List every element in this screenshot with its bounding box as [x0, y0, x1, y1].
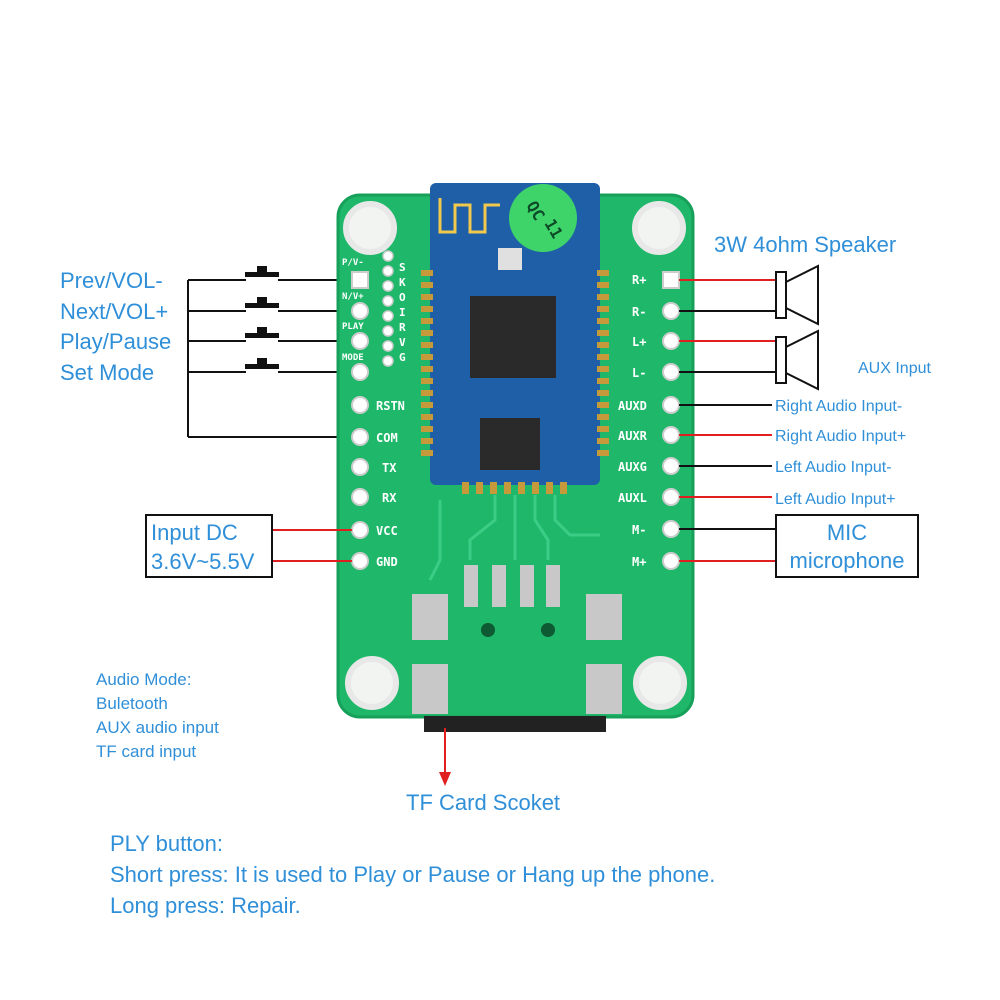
- pin-label-auxd: AUXD: [618, 399, 647, 413]
- ply-long-press: Long press: Repair.: [110, 893, 301, 918]
- aux-input-label: AUX Input: [858, 360, 931, 377]
- pin-label-l-plus: L+: [632, 335, 646, 349]
- label-left-audio-plus: Left Audio Input+: [775, 491, 896, 508]
- bluetooth-module: QC 11: [421, 183, 609, 494]
- right-wiring: [679, 279, 776, 562]
- swd-letter-g: G: [399, 351, 406, 364]
- power-box: Input DC 3.6V~5.5V: [145, 514, 273, 578]
- tf-card-label: TF Card Scoket: [406, 790, 560, 815]
- pin-label-r-minus: R-: [632, 305, 646, 319]
- pin-label-l-minus: L-: [632, 366, 646, 380]
- mount-hole-tr: [632, 201, 686, 255]
- audio-mode-list: Audio Mode: Buletooth AUX audio input TF…: [96, 670, 219, 761]
- label-next-vol: Next/VOL+: [60, 299, 168, 324]
- audio-mode-item: AUX audio input: [96, 718, 219, 737]
- pin-label-mode: MODE: [342, 353, 364, 363]
- voltage-range-label: 3.6V~5.5V: [151, 549, 255, 574]
- tf-card-arrow: [439, 728, 451, 786]
- mic-label: MIC: [827, 520, 867, 545]
- left-button-labels: Prev/VOL- Next/VOL+ Play/Pause Set Mode: [60, 268, 171, 385]
- mount-hole-bl: [345, 656, 399, 710]
- speaker-icon-left: [775, 329, 819, 391]
- pin-label-gnd: GND: [376, 555, 398, 569]
- pin-label-vcc: VCC: [376, 524, 398, 538]
- pin-label-auxg: AUXG: [618, 460, 647, 474]
- pin-label-auxr: AUXR: [618, 429, 648, 443]
- label-left-audio-minus: Left Audio Input-: [775, 459, 892, 476]
- swd-letter-k: K: [399, 276, 406, 289]
- swd-header: S K O I R V G: [382, 250, 406, 367]
- pin-label-r-plus: R+: [632, 273, 646, 287]
- push-button-symbols: [245, 266, 279, 369]
- pin-label-pv: P/V-: [342, 258, 364, 268]
- label-play-pause: Play/Pause: [60, 329, 171, 354]
- speaker-icon-right: [775, 264, 819, 326]
- qc-sticker: [509, 184, 577, 252]
- button-wiring: [187, 279, 358, 438]
- pin-label-tx: TX: [382, 461, 397, 475]
- audio-mode-item: Buletooth: [96, 694, 168, 713]
- tf-card-socket: [424, 716, 606, 732]
- mic-box: MIC microphone: [775, 514, 919, 578]
- label-right-audio-minus: Right Audio Input-: [775, 398, 902, 415]
- ply-notes-title: PLY button:: [110, 831, 223, 856]
- microphone-label: microphone: [790, 548, 905, 573]
- label-set-mode: Set Mode: [60, 360, 154, 385]
- audio-mode-title: Audio Mode:: [96, 670, 191, 689]
- mount-hole-br: [633, 656, 687, 710]
- pin-label-rstn: RSTN: [376, 399, 405, 413]
- left-pin-row: RSTN COM TX RX VCC GND: [351, 396, 405, 570]
- swd-letter-s: S: [399, 261, 406, 274]
- top-left-button-pins: P/V- N/V+ PLAY MODE: [342, 258, 369, 381]
- label-prev-vol: Prev/VOL-: [60, 268, 163, 293]
- speaker-label: 3W 4ohm Speaker: [714, 232, 896, 257]
- swd-letter-v: V: [399, 336, 406, 349]
- input-dc-label: Input DC: [151, 520, 238, 545]
- power-wiring: [272, 529, 352, 562]
- swd-letter-r: R: [399, 321, 406, 334]
- ply-button-notes: PLY button: Short press: It is used to P…: [110, 831, 715, 918]
- mount-hole-tl: [343, 201, 397, 255]
- pin-label-m-plus: M+: [632, 555, 646, 569]
- pin-label-m-minus: M-: [632, 523, 646, 537]
- pin-label-com: COM: [376, 431, 398, 445]
- aux-input-labels: Right Audio Input- Right Audio Input+ Le…: [775, 398, 906, 508]
- swd-letter-o: O: [399, 291, 406, 304]
- pin-label-auxl: AUXL: [618, 491, 647, 505]
- audio-mode-item: TF card input: [96, 742, 196, 761]
- swd-letter-i: I: [399, 306, 406, 319]
- ply-short-press: Short press: It is used to Play or Pause…: [110, 862, 715, 887]
- label-right-audio-plus: Right Audio Input+: [775, 428, 906, 445]
- pin-label-nv: N/V+: [342, 292, 364, 302]
- pin-label-play: PLAY: [342, 322, 364, 332]
- pin-label-rx: RX: [382, 491, 397, 505]
